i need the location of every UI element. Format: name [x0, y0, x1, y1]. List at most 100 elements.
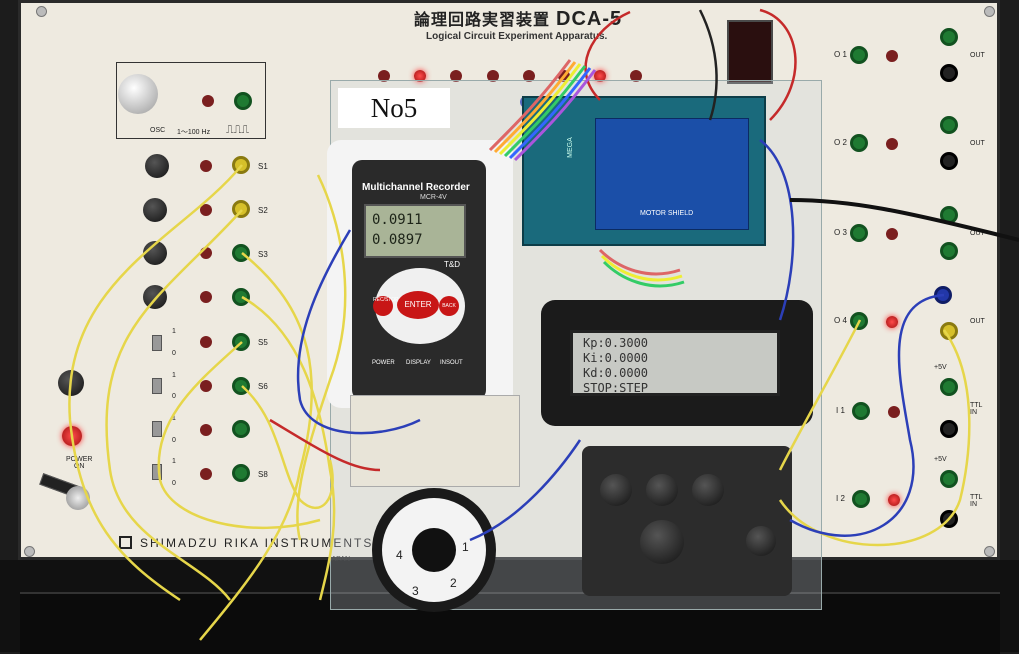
- out-jack[interactable]: [940, 242, 958, 260]
- seven-segment-display: [727, 20, 773, 84]
- output-led: [886, 228, 898, 240]
- back-button[interactable]: BACK: [439, 296, 459, 316]
- out-jack[interactable]: [940, 116, 958, 134]
- switch-led: [200, 160, 212, 172]
- switch-led: [200, 380, 212, 392]
- toggle-switch-s5[interactable]: [152, 335, 162, 351]
- led-indicator: [378, 70, 390, 82]
- ribbon-cable: [488, 59, 685, 288]
- wire: [584, 10, 631, 101]
- screw: [984, 6, 995, 17]
- power-label: POWER ON: [66, 456, 93, 470]
- toggle-switch-s7[interactable]: [152, 421, 162, 437]
- dial-number: 4: [396, 548, 403, 562]
- wire: [296, 229, 421, 435]
- output-led: [886, 138, 898, 150]
- toggle-switch-s6[interactable]: [152, 378, 162, 394]
- recorder-reading: 0.0911: [372, 212, 423, 228]
- input-led: [888, 494, 900, 506]
- control-knob-box: [582, 446, 792, 596]
- led-indicator: [630, 70, 642, 82]
- oscillator-section: [116, 62, 266, 139]
- wire: [105, 209, 243, 601]
- toggle-switch-s8[interactable]: [152, 464, 162, 480]
- push-button[interactable]: [746, 526, 776, 556]
- output-jack-o1[interactable]: [850, 46, 868, 64]
- lcd-line: Kp:0.3000: [583, 336, 649, 350]
- switch-jack-s7[interactable]: [232, 420, 250, 438]
- input-led: [888, 406, 900, 418]
- insout-button-label[interactable]: INSOUT: [440, 360, 463, 366]
- wire: [698, 9, 718, 121]
- recorder-brand: T&D: [444, 260, 460, 269]
- dial-number: 2: [450, 576, 457, 590]
- square-wave-icon: ⎍⎍⎍: [226, 124, 250, 136]
- toggle-mark: 0: [172, 350, 176, 357]
- toggle-mark: 1: [172, 372, 176, 379]
- maker-country: JAPAN: [328, 556, 351, 563]
- led-indicator: [414, 70, 426, 82]
- case-drawer: [20, 592, 1000, 654]
- wire: [759, 139, 795, 321]
- enter-button[interactable]: ENTER: [397, 291, 439, 319]
- push-button-s1[interactable]: [145, 154, 169, 178]
- switch-label: S2: [258, 206, 268, 215]
- toggle-mark: 0: [172, 480, 176, 487]
- toggle-mark: 1: [172, 458, 176, 465]
- setpoint-knob[interactable]: [640, 520, 684, 564]
- output-jack-o2[interactable]: [850, 134, 868, 152]
- wire: [241, 295, 336, 601]
- led-indicator: [487, 70, 499, 82]
- screw: [36, 6, 47, 17]
- input-jack-i2[interactable]: [852, 490, 870, 508]
- out-jack[interactable]: [940, 28, 958, 46]
- display-button-label[interactable]: DISPLAY: [406, 360, 431, 366]
- gain-knob-kd[interactable]: [692, 474, 724, 506]
- switch-label: S3: [258, 250, 268, 259]
- gain-knob-ki[interactable]: [646, 474, 678, 506]
- dial-number: 1: [462, 540, 469, 554]
- switch-led: [200, 204, 212, 216]
- switch-jack-s4[interactable]: [232, 288, 250, 306]
- wire: [199, 252, 313, 641]
- gain-knob-kp[interactable]: [600, 474, 632, 506]
- ttl-jack[interactable]: [940, 378, 958, 396]
- switch-led: [200, 336, 212, 348]
- power-button-label[interactable]: POWER: [372, 360, 395, 366]
- output-led: [886, 50, 898, 62]
- oscillator-knob[interactable]: [118, 74, 158, 114]
- wire: [68, 164, 243, 602]
- output-jack-o3[interactable]: [850, 224, 868, 242]
- rec-stop-button[interactable]: REC/STOP: [373, 296, 398, 316]
- switch-label: S8: [258, 470, 268, 479]
- output-label: O 3: [834, 228, 847, 237]
- push-button-s2[interactable]: [143, 198, 167, 222]
- recorder-lcd: 0.0911 0.0897: [364, 204, 466, 258]
- switch-jack-s2[interactable]: [232, 200, 250, 218]
- screw: [984, 546, 995, 557]
- switch-label: S5: [258, 338, 268, 347]
- out-jack[interactable]: [940, 64, 958, 82]
- lcd-line: STOP:STEP: [583, 381, 649, 395]
- osc-output-jack[interactable]: [234, 92, 252, 110]
- plus5v-label: +5V: [934, 364, 947, 371]
- out-jack[interactable]: [940, 152, 958, 170]
- switch-label: S1: [258, 162, 268, 171]
- ttl-jack[interactable]: [940, 470, 958, 488]
- led-indicator: [594, 70, 606, 82]
- input-label: I 2: [836, 494, 845, 503]
- ttl-jack[interactable]: [940, 420, 958, 438]
- motor-shield: [595, 118, 749, 230]
- output-label: O 4: [834, 316, 847, 325]
- osc-range-label: 1～100 Hz: [177, 129, 211, 136]
- usb-cable: [789, 198, 1019, 242]
- osc-led: [202, 95, 214, 107]
- input-jack-i1[interactable]: [852, 402, 870, 420]
- toggle-mark: 1: [172, 328, 176, 335]
- switch-jack-s8[interactable]: [232, 464, 250, 482]
- led-indicator: [523, 70, 535, 82]
- osc-label: OSC: [150, 127, 166, 134]
- lcd-line: Kd:0.0000: [583, 366, 649, 380]
